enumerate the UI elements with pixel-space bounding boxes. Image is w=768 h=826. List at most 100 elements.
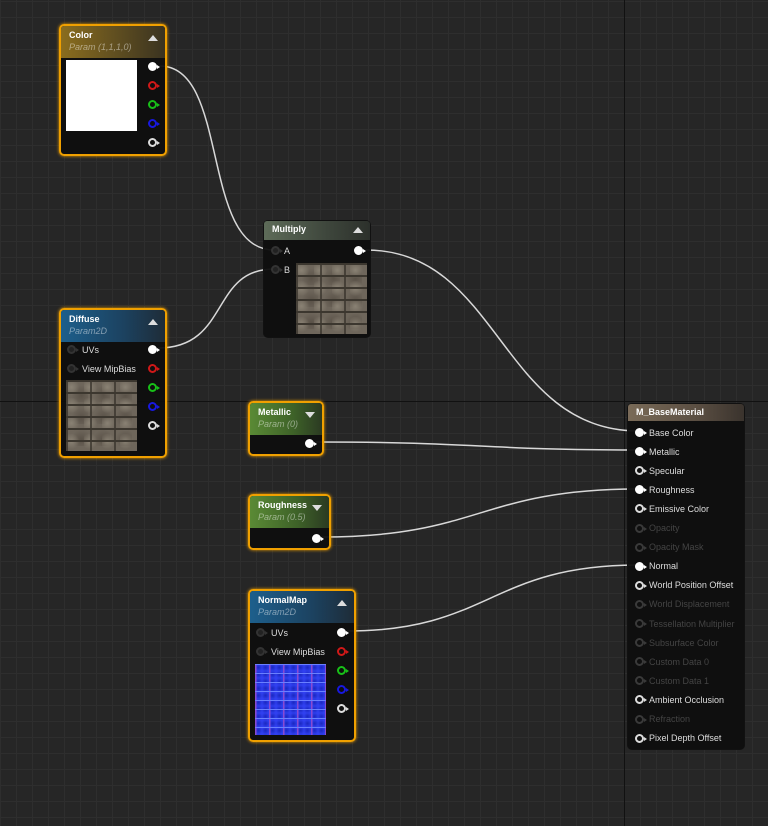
texture-preview — [255, 664, 326, 735]
wire-diffuse-to-multiply-b — [157, 268, 275, 349]
input-pin-opacity[interactable] — [635, 523, 647, 533]
output-pin-r[interactable] — [148, 364, 160, 373]
pin-label: Custom Data 1 — [649, 675, 710, 686]
node-multiply[interactable]: Multiply A B — [263, 220, 371, 338]
collapse-arrow-icon[interactable] — [353, 227, 363, 233]
node-subtitle: Param (1,1,1,0) — [69, 42, 132, 52]
input-pin-view-mipbias[interactable] — [256, 647, 268, 656]
color-preview — [66, 60, 137, 131]
pin-label: A — [284, 246, 291, 256]
node-title: NormalMap — [258, 595, 308, 605]
node-subtitle: Param (0.5) — [258, 512, 306, 522]
input-pin-b[interactable] — [271, 265, 283, 274]
input-pin-uvs[interactable] — [256, 628, 268, 637]
output-pin-b[interactable] — [148, 402, 160, 411]
input-pin-world-position-offset[interactable] — [635, 580, 647, 590]
output-pin-g[interactable] — [148, 383, 160, 392]
output-pin-a[interactable] — [337, 704, 349, 713]
collapse-arrow-icon[interactable] — [337, 600, 347, 606]
pin-label: Base Color — [649, 427, 694, 438]
pin-label: Subsurface Color — [649, 637, 719, 648]
input-pin-custom-data-1[interactable] — [635, 676, 647, 686]
input-pin-uvs[interactable] — [67, 345, 79, 354]
wire-multiply-to-base-color — [365, 249, 640, 432]
input-pin-tessellation-multiplier[interactable] — [635, 619, 647, 628]
output-pin-b[interactable] — [148, 119, 160, 128]
input-pin-opacity-mask[interactable] — [635, 542, 647, 552]
output-pin-r[interactable] — [337, 647, 349, 656]
input-pin-world-displacement[interactable] — [635, 599, 647, 609]
wire-metallic-to-metallic — [315, 441, 640, 451]
output-pin[interactable] — [354, 246, 366, 255]
output-pin-a[interactable] — [148, 421, 160, 430]
wire-normalmap-to-normal — [346, 564, 640, 632]
input-pin-ambient-occlusion[interactable] — [635, 695, 647, 705]
pin-label: Roughness — [649, 484, 695, 495]
input-pin-subsurface-color[interactable] — [635, 638, 647, 648]
input-pin-normal[interactable] — [635, 561, 647, 571]
pin-label: Tessellation Multiplier — [649, 618, 735, 629]
grid-axis-vertical — [624, 0, 625, 826]
pin-label: Custom Data 0 — [649, 656, 710, 667]
output-pin-rgb[interactable] — [337, 628, 349, 637]
input-pin-refraction[interactable] — [635, 714, 647, 724]
pin-label: View MipBias — [82, 364, 136, 374]
pin-label: UVs — [271, 628, 289, 638]
node-subtitle: Param2D — [69, 326, 108, 336]
wire-color-to-multiply-a — [159, 65, 275, 251]
node-title: M_BaseMaterial — [636, 407, 705, 417]
output-pin-g[interactable] — [148, 100, 160, 109]
pin-label: B — [284, 265, 291, 275]
input-pin-custom-data-0[interactable] — [635, 657, 647, 667]
pin-label: World Displacement — [649, 599, 730, 610]
pin-label: Pixel Depth Offset — [649, 733, 722, 744]
input-pin-pixel-depth-offset[interactable] — [635, 733, 647, 743]
input-pin-a[interactable] — [271, 246, 283, 255]
pin-label: UVs — [82, 345, 100, 355]
collapse-arrow-icon[interactable] — [148, 35, 158, 41]
collapse-arrow-icon[interactable] — [148, 319, 158, 325]
node-title: Metallic — [258, 407, 292, 417]
output-pin-a[interactable] — [148, 138, 160, 147]
node-title: Roughness — [258, 500, 308, 510]
node-title: Color — [69, 30, 93, 40]
texture-preview — [66, 380, 137, 451]
pin-label: Specular — [649, 465, 685, 476]
pin-label: Opacity — [649, 523, 680, 533]
input-pin-emissive-color[interactable] — [635, 504, 647, 514]
output-pin-r[interactable] — [148, 81, 160, 90]
output-pin-rgb[interactable] — [148, 345, 160, 354]
pin-label: Normal — [649, 561, 679, 572]
pin-label: View MipBias — [271, 647, 325, 657]
node-title: Multiply — [272, 224, 306, 234]
node-subtitle: Param2D — [258, 607, 297, 617]
input-pin-metallic[interactable] — [635, 447, 647, 457]
grid-axis-horizontal — [0, 401, 768, 402]
input-pin-roughness[interactable] — [635, 485, 647, 495]
node-title: Diffuse — [69, 314, 100, 324]
texture-preview — [296, 263, 367, 334]
wire-roughness-to-roughness — [321, 488, 640, 538]
input-pin-view-mipbias[interactable] — [67, 364, 79, 373]
node-subtitle: Param (0) — [258, 419, 299, 429]
output-pin-g[interactable] — [337, 666, 349, 675]
pin-label: Metallic — [649, 446, 680, 457]
output-pin[interactable] — [312, 534, 324, 543]
output-pin-rgba[interactable] — [148, 62, 160, 71]
pin-label: World Position Offset — [649, 580, 734, 591]
expand-arrow-icon[interactable] — [305, 412, 315, 418]
pin-label: Opacity Mask — [649, 542, 704, 553]
input-pin-specular[interactable] — [635, 466, 647, 476]
input-pin-base-color[interactable] — [635, 428, 647, 437]
output-pin[interactable] — [305, 439, 317, 448]
output-pin-b[interactable] — [337, 685, 349, 694]
expand-arrow-icon[interactable] — [312, 505, 322, 511]
